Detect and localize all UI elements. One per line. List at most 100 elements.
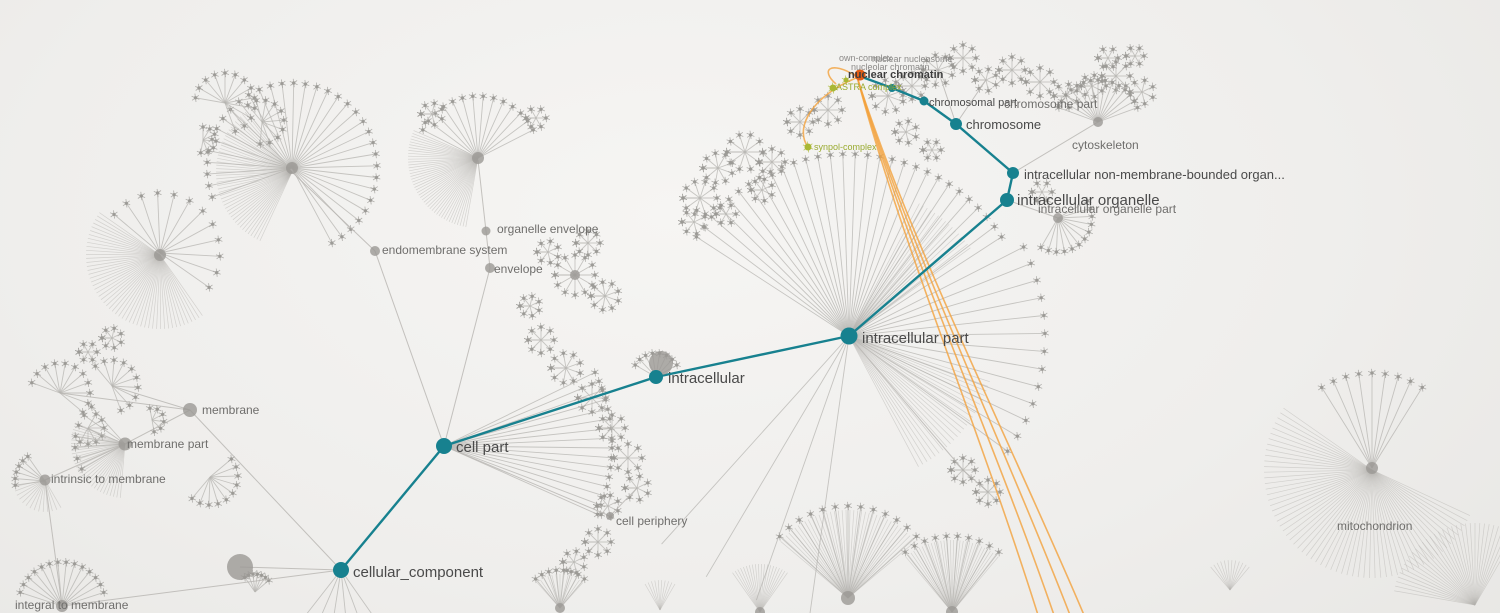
- node-label[interactable]: mitochondrion: [1337, 519, 1412, 533]
- graph-node[interactable]: [481, 226, 491, 236]
- node-label[interactable]: cellular_component: [353, 564, 484, 581]
- node-label[interactable]: intracellular organelle part: [1038, 202, 1177, 216]
- highlighted-orange-edge: [857, 79, 1055, 613]
- selected-path-node[interactable]: [888, 84, 896, 92]
- node-label[interactable]: own-complex: [839, 53, 893, 63]
- graph-node[interactable]: [946, 606, 958, 613]
- node-label[interactable]: intracellular part: [862, 330, 970, 347]
- leaf-burst: [306, 569, 372, 613]
- leaf-burst: [573, 379, 611, 417]
- selected-path-node[interactable]: [840, 327, 858, 345]
- graph-node[interactable]: [649, 351, 673, 375]
- graph-node[interactable]: [1093, 117, 1103, 127]
- leaf-burst: [905, 539, 999, 613]
- node-label[interactable]: synpol-complex: [814, 142, 877, 152]
- graph-node[interactable]: [39, 474, 51, 486]
- node-label[interactable]: integral to membrane: [15, 598, 129, 612]
- node-label[interactable]: chromosome: [966, 117, 1041, 132]
- graph-node[interactable]: [1053, 213, 1063, 223]
- node-label[interactable]: endomembrane system: [382, 243, 507, 257]
- graph-node[interactable]: [56, 600, 68, 612]
- graph-node[interactable]: [755, 607, 765, 613]
- selected-path-node[interactable]: [436, 438, 452, 454]
- graph-edge: [291, 171, 376, 252]
- node-label[interactable]: organelle envelope: [497, 222, 599, 236]
- node-label[interactable]: chromosome part: [1004, 97, 1098, 111]
- selected-path-node[interactable]: [333, 562, 349, 578]
- graph-node[interactable]: [570, 270, 580, 280]
- node-label[interactable]: intracellular non-membrane-bounded organ…: [1024, 167, 1285, 182]
- graph-node[interactable]: [841, 591, 855, 605]
- selected-path-node[interactable]: [649, 370, 663, 384]
- highlight-orange-edges-layer: [802, 67, 1085, 613]
- graph-node[interactable]: [472, 152, 484, 164]
- graph-node[interactable]: [227, 554, 253, 580]
- selected-path-node[interactable]: [919, 96, 929, 106]
- leaf-burst: [754, 144, 790, 180]
- graph-edge: [848, 335, 964, 471]
- leaf-burst: [85, 212, 203, 330]
- graph-node[interactable]: [370, 246, 380, 256]
- node-label[interactable]: nucleolar chromatin: [851, 62, 930, 72]
- node-label[interactable]: membrane: [202, 403, 260, 417]
- node-label[interactable]: nuclear chromatin: [848, 69, 944, 81]
- node-label[interactable]: intracellular organelle: [1017, 192, 1160, 209]
- leaf-burst: [74, 339, 102, 365]
- complex-node[interactable]: [841, 75, 851, 85]
- node-label[interactable]: intrinsic to membrane: [51, 472, 166, 486]
- graph-edge: [485, 230, 491, 269]
- node-label[interactable]: envelope: [494, 262, 543, 276]
- selected-path-node[interactable]: [950, 118, 962, 130]
- leaf-burst: [580, 524, 616, 560]
- leaf-burst: [407, 130, 479, 227]
- node-label[interactable]: cytoskeleton: [1072, 138, 1139, 152]
- node-label[interactable]: intracellular: [668, 370, 745, 387]
- graph-node[interactable]: [485, 263, 495, 273]
- leaf-burst: [711, 201, 741, 227]
- node-label[interactable]: chromosomal part: [929, 97, 1017, 109]
- graph-node[interactable]: [606, 512, 614, 520]
- leaf-burst: [1049, 80, 1081, 112]
- leaf-burst: [196, 122, 220, 158]
- focus-node-nuclear-chromatin[interactable]: [854, 69, 866, 81]
- selected-path-node[interactable]: [1007, 167, 1019, 179]
- graph-node[interactable]: [286, 162, 298, 174]
- leaf-burst: [945, 40, 981, 76]
- complex-node[interactable]: [802, 141, 814, 153]
- leaf-burst: [746, 175, 776, 205]
- leaf-burst: [1021, 63, 1059, 101]
- complex-node[interactable]: [827, 82, 839, 94]
- graph-edge: [374, 250, 445, 447]
- leaf-burst: [867, 76, 908, 116]
- leaf-burst: [620, 472, 652, 504]
- node-label[interactable]: ASTRA complex: [836, 82, 902, 92]
- nodes-layer: [39, 69, 1378, 613]
- graph-node[interactable]: [118, 437, 132, 451]
- node-label[interactable]: membrane part: [127, 437, 209, 451]
- leaf-burst: [1054, 75, 1142, 123]
- graph-edge: [189, 409, 342, 571]
- graph-edge: [61, 569, 342, 607]
- graph-node[interactable]: [1366, 462, 1378, 474]
- node-label[interactable]: cell part: [456, 439, 509, 456]
- graph-node[interactable]: [154, 249, 166, 261]
- leaf-burst: [1263, 407, 1471, 579]
- selected-path-edge: [861, 75, 893, 90]
- leaf-burst: [243, 96, 288, 149]
- node-label[interactable]: nuclear nucleosome: [872, 54, 953, 64]
- graph-node[interactable]: [555, 603, 565, 613]
- leaf-burst: [546, 349, 585, 387]
- selected-path-node[interactable]: [1000, 193, 1014, 207]
- graph-edge: [1006, 199, 1059, 219]
- node-label[interactable]: cell periphery: [616, 514, 687, 528]
- leaf-burst: [110, 188, 224, 292]
- leaf-burst: [890, 117, 920, 147]
- highlighted-orange-edge: [802, 77, 857, 148]
- graph-node[interactable]: [183, 403, 197, 417]
- leaf-burst: [515, 292, 544, 320]
- selected-path-edge: [340, 445, 445, 571]
- leaf-burst: [1394, 523, 1500, 606]
- graph-edge: [477, 159, 487, 232]
